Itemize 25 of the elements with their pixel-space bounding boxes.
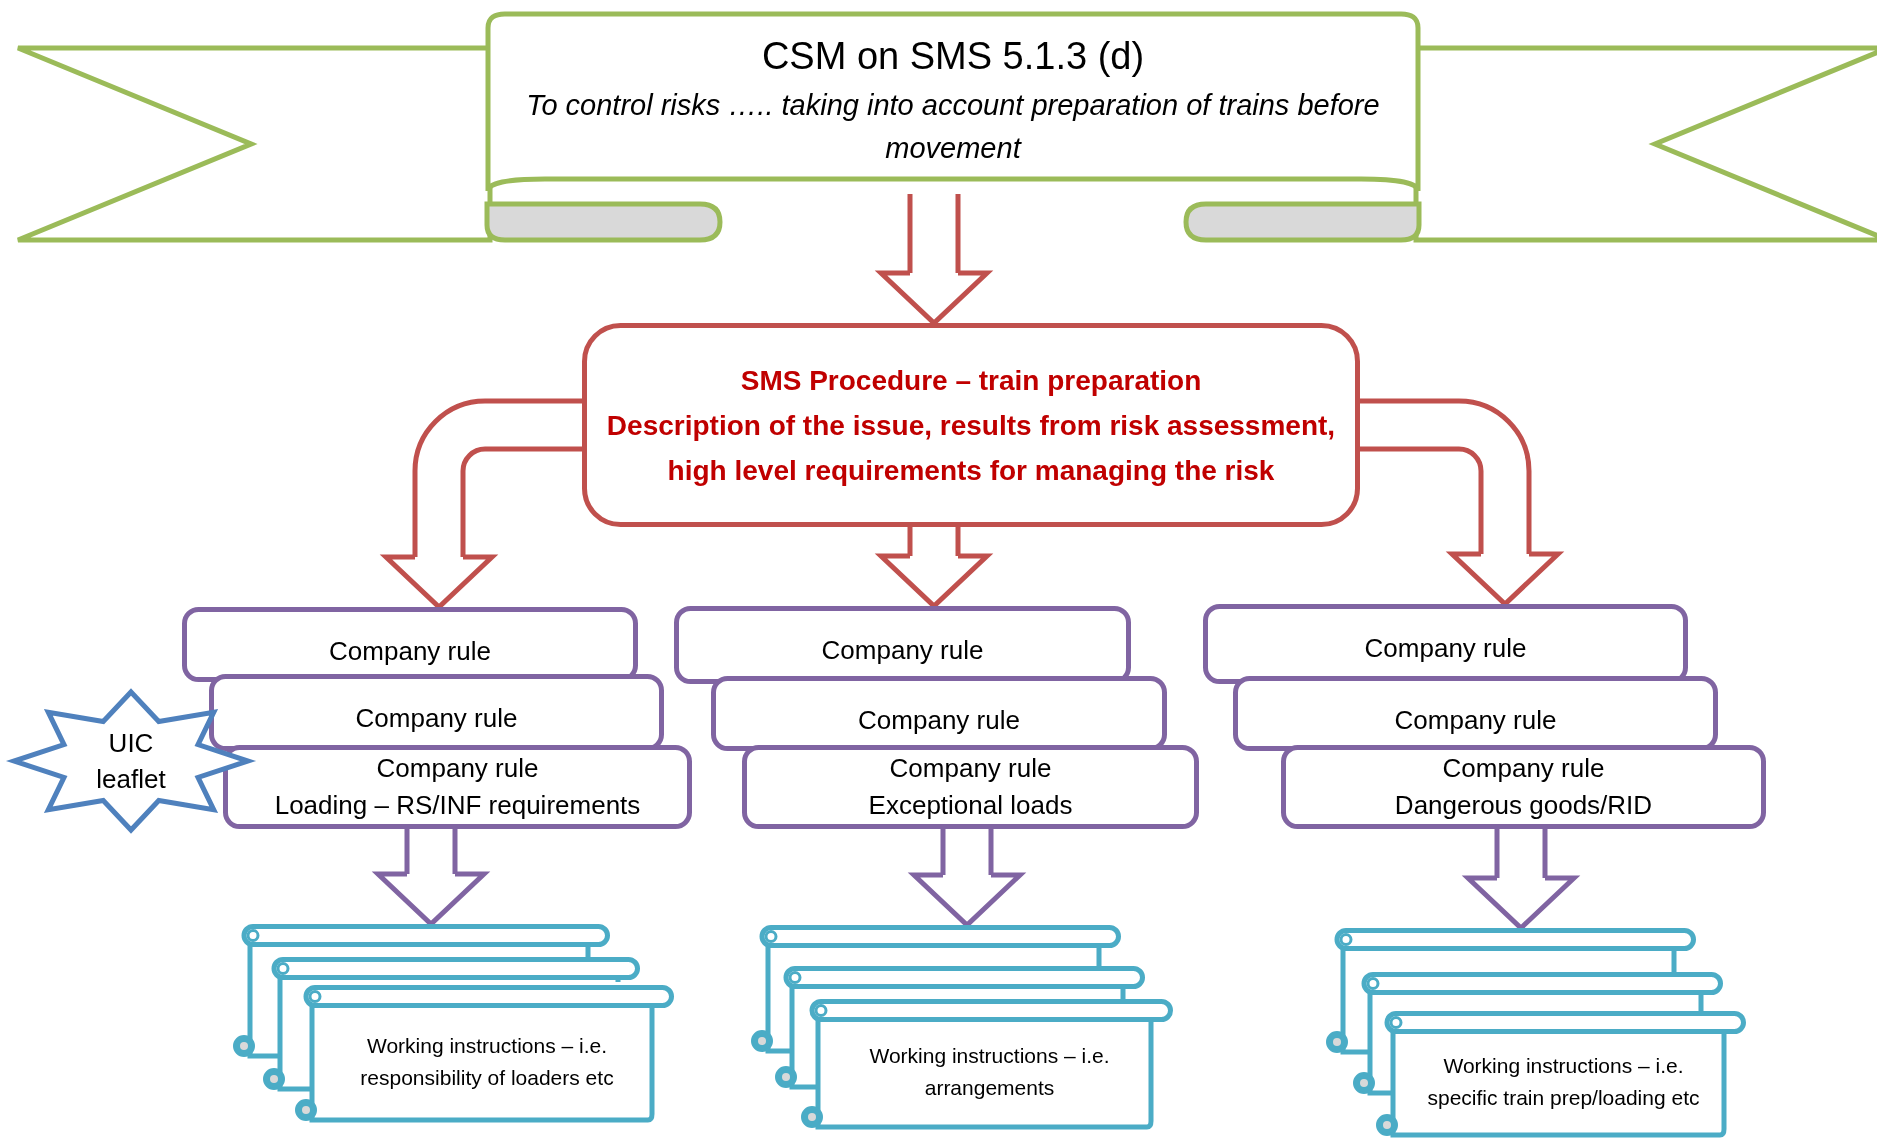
scroll-shape <box>1373 1011 1746 1139</box>
rule-subtitle: Exceptional loads <box>868 789 1073 822</box>
procedure-description: Description of the issue, results from risk assessment, high level requirements for managing the risk <box>606 408 1336 488</box>
rule-title: Company rule <box>858 704 1020 737</box>
scroll-shape <box>798 999 1173 1131</box>
rule-title: Company rule <box>1442 752 1605 785</box>
procedure-box <box>582 323 1360 527</box>
rule-subtitle: Dangerous goods/RID <box>1394 789 1653 822</box>
rule-title: Company rule <box>355 702 518 735</box>
rule-title: Company rule <box>376 752 539 785</box>
rule-title: Company rule <box>821 634 984 667</box>
banner-title: CSM on SMS 5.1.3 (d) <box>761 34 1145 79</box>
banner-subtitle: To control risks ….. taking into account preparation of trains before movement <box>525 88 1381 166</box>
instruction-text: Working instructions – i.e. specific train prep/loading etc <box>1426 1053 1701 1111</box>
procedure-title: SMS Procedure – train preparation <box>740 363 1202 398</box>
star-label: UIC leaflet <box>95 727 167 796</box>
rule-title: Company rule <box>889 752 1052 785</box>
instruction-text: Working instructions – i.e. arrangements <box>868 1043 1111 1101</box>
rule-title: Company rule <box>1394 704 1557 737</box>
rule-subtitle: Loading – RS/INF requirements <box>274 789 641 822</box>
scroll-shape <box>292 985 674 1124</box>
instruction-text: Working instructions – i.e. responsibility of loaders etc <box>359 1032 615 1091</box>
rule-title: Company rule <box>329 635 491 668</box>
rule-title: Company rule <box>1364 632 1527 665</box>
ribbon-banner <box>485 10 1421 194</box>
